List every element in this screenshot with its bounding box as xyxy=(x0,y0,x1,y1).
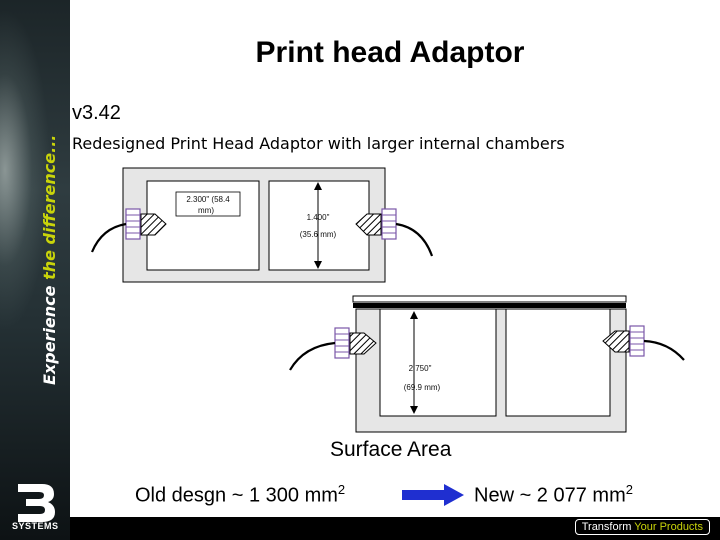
footer-bar xyxy=(70,517,720,540)
new-chamber-right xyxy=(505,308,611,417)
new-left-hose xyxy=(289,341,336,371)
old-width-label-line-2: mm) xyxy=(198,206,214,215)
old-left-fitting xyxy=(125,208,141,240)
surface-area-label: Surface Area xyxy=(330,438,452,461)
old-area-text: Old desgn ~ 1 300 mm xyxy=(135,484,338,507)
sidebar: Experience the difference... SYSTEMS xyxy=(0,0,70,540)
old-right-fitting xyxy=(381,208,397,240)
light-bulb-graphic xyxy=(0,0,70,400)
new-area-exponent: 2 xyxy=(625,482,633,497)
slogan-part-2: Your Products xyxy=(634,521,703,533)
new-right-fitting xyxy=(629,325,645,357)
new-height-label-line-2: (69.9 mm) xyxy=(404,383,441,392)
footer-slogan: Transform Your Products xyxy=(574,519,710,535)
new-top-plate xyxy=(352,295,627,303)
old-chamber-right xyxy=(268,180,370,271)
new-design-area: New ~ 2 077 mm2 xyxy=(474,482,633,508)
right-arrow-icon xyxy=(402,484,464,506)
new-adaptor-diagram: 2.750" (69.9 mm) xyxy=(289,295,685,433)
old-adaptor-diagram: 2.300" (58.4 mm) 1.400" (35.6 mm) xyxy=(90,167,434,283)
old-design-area: Old desgn ~ 1 300 mm2 xyxy=(135,482,345,508)
old-height-label-line-1: 1.400" xyxy=(307,213,330,222)
new-left-fitting xyxy=(334,327,350,359)
old-width-label-line-1: 2.300" (58.4 xyxy=(186,195,230,204)
new-right-hose xyxy=(643,339,685,361)
slide-title: Print head Adaptor xyxy=(255,36,525,69)
3d-systems-logo-icon xyxy=(18,484,55,522)
old-area-exponent: 2 xyxy=(337,482,346,497)
old-left-hose xyxy=(90,222,127,253)
old-right-hose xyxy=(395,222,434,257)
old-width-label-box xyxy=(175,191,241,217)
version-label: v3.42 xyxy=(72,102,121,124)
new-height-label-line-1: 2.750" xyxy=(409,364,432,373)
new-chamber-left xyxy=(379,308,497,417)
slogan-part-1: Transform xyxy=(581,521,635,533)
new-area-text: New ~ 2 077 mm xyxy=(474,484,626,507)
logo-text: SYSTEMS xyxy=(12,521,59,531)
description-text: Redesigned Print Head Adaptor with large… xyxy=(72,134,565,153)
old-height-label-line-2: (35.6 mm) xyxy=(300,230,337,239)
new-top-plate-edge xyxy=(353,303,626,308)
